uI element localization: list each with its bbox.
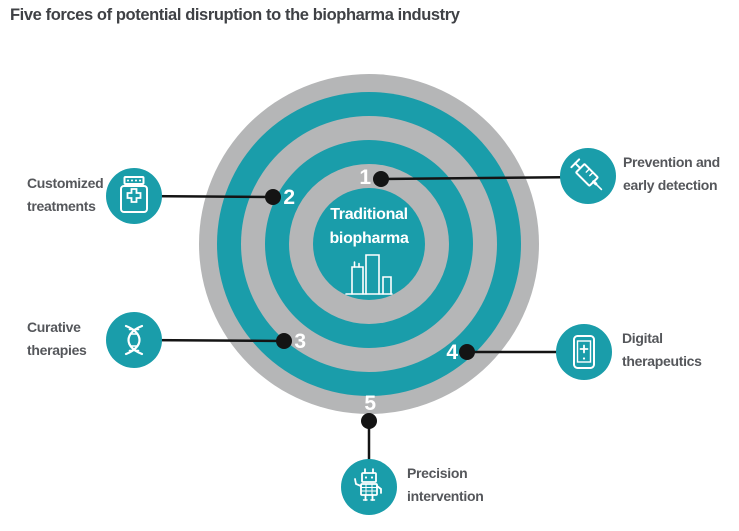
curative-therapies-label: Curative therapies xyxy=(27,316,87,362)
force-4-number: 4 xyxy=(446,341,458,364)
center-circle xyxy=(313,188,425,300)
label-line: therapies xyxy=(27,342,87,358)
connector-dot-3 xyxy=(276,333,292,349)
connector-dot-2 xyxy=(265,189,281,205)
bar-chart-icon xyxy=(345,254,393,295)
icon-circle-curative xyxy=(106,312,162,368)
force-5-number: 5 xyxy=(364,392,376,415)
medicine-bottle-icon xyxy=(120,176,148,213)
connector-dot-4 xyxy=(459,344,475,360)
precision-intervention-label: Precision intervention xyxy=(407,462,484,508)
digital-therapeutics-label: Digital therapeutics xyxy=(622,327,702,373)
label-line: treatments xyxy=(27,198,96,214)
label-line: Digital xyxy=(622,330,663,346)
connector-line-1 xyxy=(380,175,589,181)
connector-dot-1 xyxy=(373,171,389,187)
center-label-line2: biopharma xyxy=(329,230,409,247)
icon-circle-prevention xyxy=(560,148,616,204)
label-line: intervention xyxy=(407,488,484,504)
force-3-number: 3 xyxy=(294,330,306,353)
label-line: Precision xyxy=(407,465,468,481)
label-line: Prevention and xyxy=(623,154,720,170)
label-line: Customized xyxy=(27,175,104,191)
center-label-line1: Traditional xyxy=(330,206,408,223)
dna-icon xyxy=(124,324,144,356)
label-line: early detection xyxy=(623,177,718,193)
connector-dots xyxy=(265,171,475,429)
icon-circle-customized xyxy=(106,168,162,224)
force-2-number: 2 xyxy=(283,186,295,209)
force-1-number: 1 xyxy=(359,166,371,189)
customized-treatments-label: Customized treatments xyxy=(27,172,104,218)
syringe-icon xyxy=(570,158,603,191)
connector-dot-5 xyxy=(361,413,377,429)
label-line: therapeutics xyxy=(622,353,702,369)
robot-icon xyxy=(354,468,382,501)
bullseye-rings xyxy=(199,74,539,414)
smartphone-icon xyxy=(573,335,595,369)
prevention-early-detection-label: Prevention and early detection xyxy=(623,151,720,197)
center-label: Traditional biopharma xyxy=(329,203,408,251)
label-line: Curative xyxy=(27,319,81,335)
page-title: Five forces of potential disruption to t… xyxy=(10,6,460,24)
